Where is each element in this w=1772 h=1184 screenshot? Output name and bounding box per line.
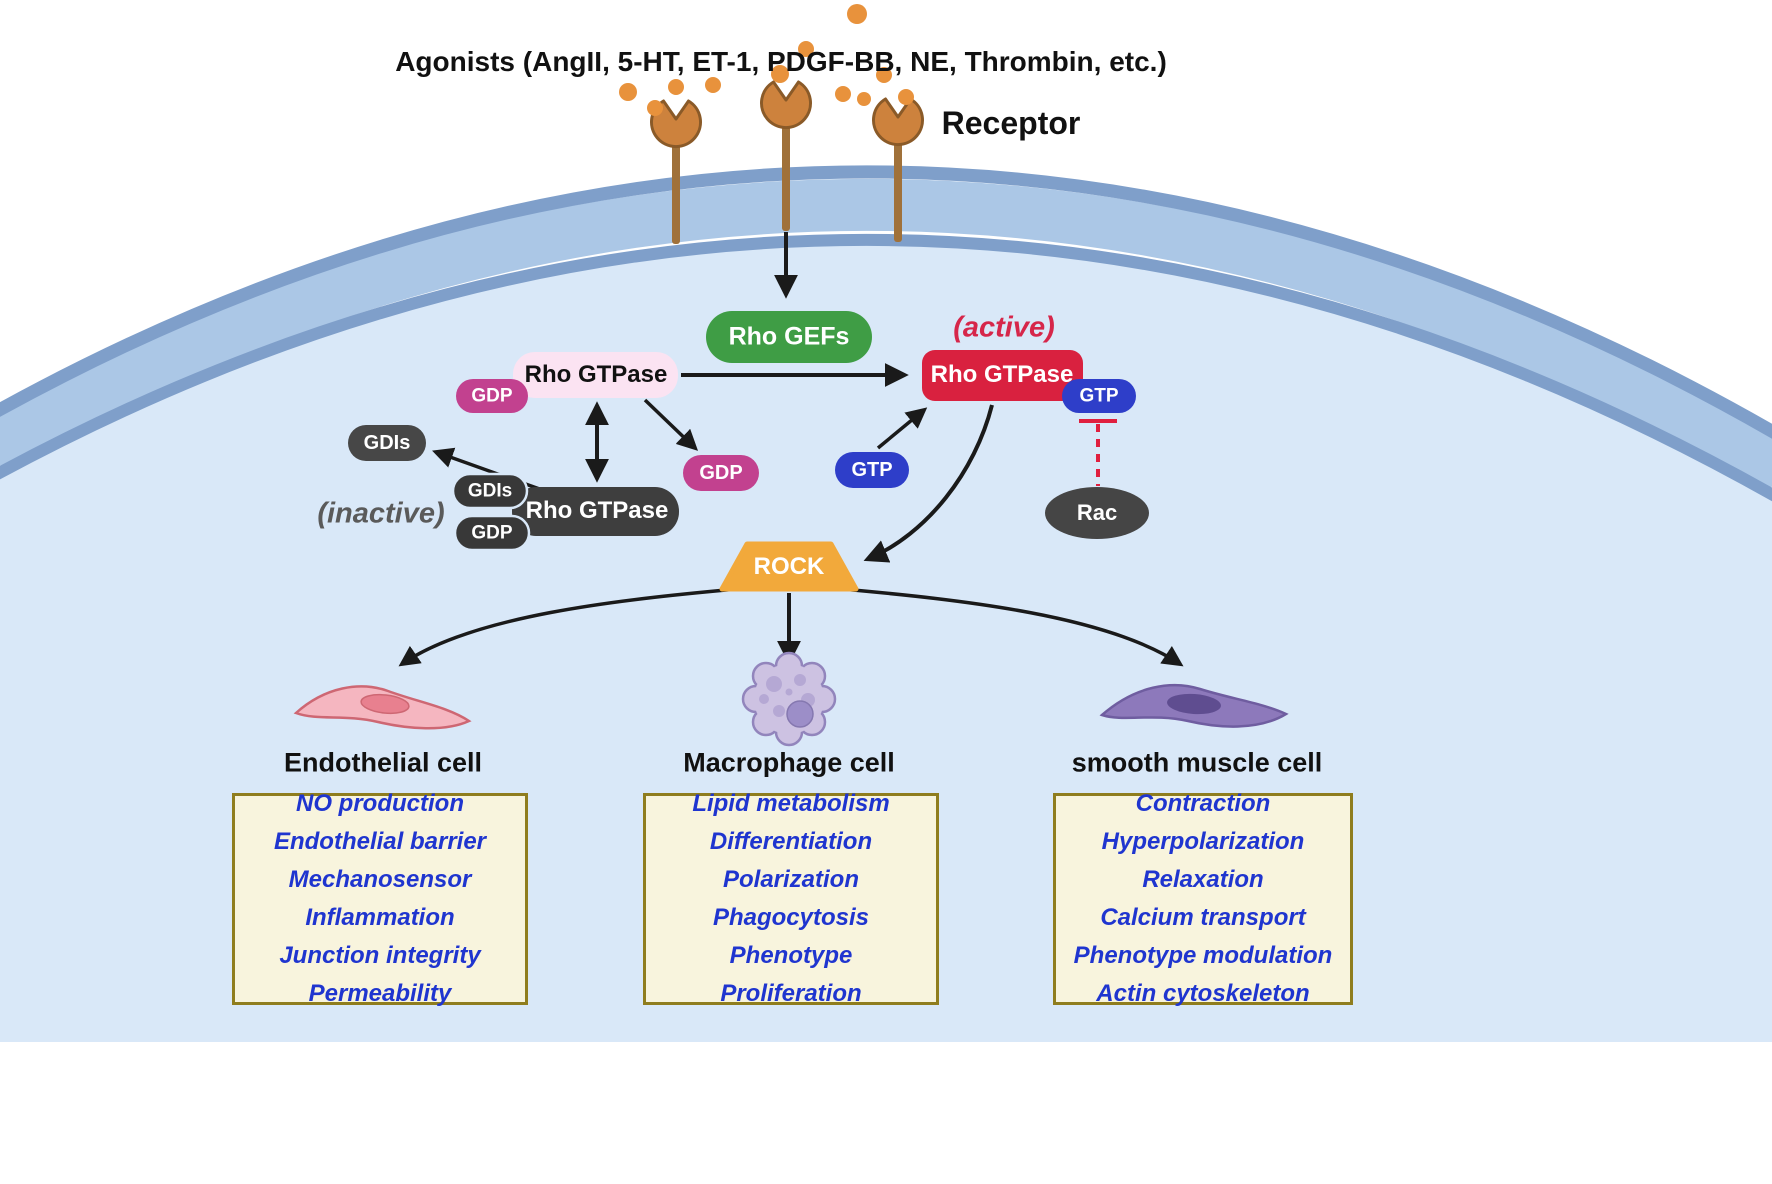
function-item: Polarization: [722, 866, 860, 893]
arrow-to-gdis: [432, 447, 549, 494]
inactive-label: (inactive): [317, 497, 445, 530]
function-item: Endothelial barrier: [273, 828, 487, 855]
gtp-free-label: GTP: [851, 459, 893, 481]
function-item: Proliferation: [720, 980, 862, 1007]
function-item: Calcium transport: [1100, 904, 1306, 931]
agonist-dots: [619, 4, 914, 116]
function-item: NO production: [296, 790, 464, 817]
smooth-muscle-cell-icon: [1099, 683, 1289, 728]
endothelial-cell-label: Endothelial cell: [283, 747, 483, 778]
inhibition-line: [1079, 419, 1117, 486]
cell-membrane: [0, 165, 1772, 502]
receptor-label: Receptor: [941, 105, 1081, 141]
arrow-gtp-loading: [876, 407, 928, 450]
rho-gefs-shape: [706, 311, 872, 363]
function-item: Phenotype: [729, 942, 853, 969]
gtp-pill-active: [1062, 379, 1136, 413]
rho-gtpase-pink-label: Rho GTPase: [524, 361, 668, 388]
gdis-pill-dark: [451, 472, 529, 510]
rho-gtpase-active-shape: [922, 350, 1083, 401]
arrow-rock-to-endothelial: [398, 587, 738, 667]
receptor-icon: [760, 80, 812, 231]
pathway-arrows: [398, 232, 1184, 667]
gtp-active-label: GTP: [1079, 385, 1119, 407]
function-item: Relaxation: [1142, 866, 1264, 893]
gdp-pill-dark: [453, 514, 531, 552]
rho-gtpase-dark-label: Rho GTPase: [525, 497, 669, 524]
smooth-muscle-cell-label: smooth muscle cell: [1071, 747, 1323, 778]
rho-gefs-label: Rho GEFs: [728, 322, 850, 351]
gdp-pink-label: GDP: [471, 385, 513, 407]
function-item: Junction integrity: [279, 942, 481, 969]
gdis-free-label: GDIs: [363, 432, 411, 454]
rho-gtpase-pink-shape: [513, 352, 678, 398]
pathway-nodes: [348, 311, 1149, 592]
function-item: Mechanosensor: [288, 866, 472, 893]
rock-label: ROCK: [753, 553, 825, 580]
function-item: Actin cytoskeleton: [1096, 980, 1310, 1007]
function-item: Hyperpolarization: [1101, 828, 1305, 855]
agonists-title: Agonists (AngII, 5-HT, ET-1, PDGF-BB, NE…: [395, 46, 1167, 77]
arrow-rock-to-smc: [841, 587, 1184, 667]
arrow-gdp-release: [643, 398, 699, 451]
gdp-free-label: GDP: [699, 462, 743, 484]
receptor-icon: [872, 97, 924, 242]
macrophage-cell-icon: [741, 651, 837, 747]
function-item: Lipid metabolism: [692, 790, 890, 817]
receptor-icons: [650, 80, 924, 244]
rho-gtpase-dark-shape: [512, 487, 679, 536]
macrophage-functions-box: Lipid metabolism Differentiation Polariz…: [643, 790, 939, 1007]
endothelial-cell-icon: [293, 685, 472, 730]
function-item: Differentiation: [709, 828, 873, 855]
function-item: Inflammation: [305, 904, 455, 931]
macrophage-cell-label: Macrophage cell: [683, 747, 895, 778]
rac-shape: [1045, 487, 1149, 539]
function-item: Permeability: [308, 980, 452, 1007]
gdis-dark-label: GDIs: [467, 480, 513, 502]
gdp-pill-pink: [456, 379, 528, 413]
gdp-pill-free: [683, 455, 759, 491]
function-item: Phenotype modulation: [1073, 942, 1333, 969]
endothelial-functions-box: NO production Endothelial barrier Mechan…: [232, 790, 528, 1007]
cell-illustrations: [293, 651, 1289, 747]
smooth-muscle-functions-box: Contraction Hyperpolarization Relaxation…: [1053, 790, 1353, 1007]
function-item: Contraction: [1135, 790, 1271, 817]
gdis-pill-free: [348, 425, 426, 461]
function-item: Phagocytosis: [712, 904, 870, 931]
rock-shape: [719, 541, 859, 592]
receptor-icon: [650, 99, 702, 244]
active-label: (active): [953, 311, 1055, 344]
rho-gtpase-active-label: Rho GTPase: [930, 361, 1074, 388]
rac-label: Rac: [1076, 500, 1118, 525]
gtp-pill-free: [835, 452, 909, 488]
arrow-active-to-rock: [863, 404, 994, 563]
gdp-dark-label: GDP: [471, 522, 513, 544]
